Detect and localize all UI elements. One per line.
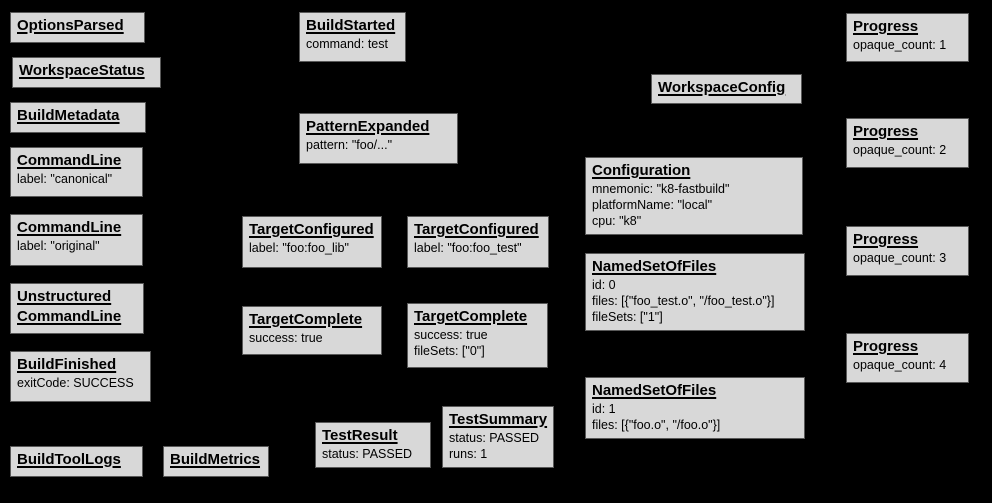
- node-title: BuildStarted: [306, 17, 396, 34]
- node-title: WorkspaceStatus: [19, 62, 145, 79]
- node-title: NamedSetOfFiles: [592, 258, 717, 275]
- node-progress-1: Progress opaque_count: 1: [846, 13, 969, 62]
- node-attribute: exitCode: SUCCESS: [17, 376, 134, 390]
- node-attribute: command: test: [306, 37, 388, 51]
- node-configuration: Configuration mnemonic: "k8-fastbuild" p…: [585, 157, 803, 235]
- node-target-complete-foo-test: TargetComplete success: true fileSets: […: [407, 303, 548, 368]
- node-target-complete-foo-lib: TargetComplete success: true: [242, 306, 382, 355]
- node-build-metrics: BuildMetrics: [163, 446, 269, 477]
- node-title: BuildFinished: [17, 356, 117, 373]
- node-title: BuildToolLogs: [17, 451, 121, 468]
- node-unstructured-command-line: Unstructured CommandLine: [10, 283, 144, 334]
- node-title: Progress: [853, 231, 919, 248]
- node-title: TestResult: [322, 427, 398, 444]
- node-build-finished: BuildFinished exitCode: SUCCESS: [10, 351, 151, 402]
- node-attribute: label: "original": [17, 239, 100, 253]
- node-title: Progress: [853, 338, 919, 355]
- node-attribute: fileSets: ["0"]: [414, 344, 485, 358]
- node-title: TargetConfigured: [414, 221, 539, 238]
- node-title: BuildMetadata: [17, 107, 120, 124]
- node-workspace-config: WorkspaceConfig: [651, 74, 802, 104]
- node-attribute: label: "foo:foo_test": [414, 241, 522, 255]
- node-test-result: TestResult status: PASSED: [315, 422, 431, 468]
- node-options-parsed: OptionsParsed: [10, 12, 145, 43]
- node-progress-2: Progress opaque_count: 2: [846, 118, 969, 168]
- node-attribute: opaque_count: 2: [853, 143, 947, 157]
- node-attribute: runs: 1: [449, 447, 488, 461]
- node-attribute: label: "canonical": [17, 172, 113, 186]
- node-attribute: status: PASSED: [449, 431, 540, 445]
- node-title: TargetConfigured: [249, 221, 374, 238]
- node-title: CommandLine: [17, 219, 122, 236]
- node-test-summary: TestSummary status: PASSED runs: 1: [442, 406, 554, 468]
- node-attribute: label: "foo:foo_lib": [249, 241, 349, 255]
- node-attribute: opaque_count: 3: [853, 251, 947, 265]
- node-attribute: platformName: "local": [592, 198, 713, 212]
- node-target-configured-foo-lib: TargetConfigured label: "foo:foo_lib": [242, 216, 382, 268]
- node-attribute: fileSets: ["1"]: [592, 310, 663, 324]
- node-attribute: id: 1: [592, 402, 616, 416]
- node-build-tool-logs: BuildToolLogs: [10, 446, 143, 477]
- node-attribute: pattern: "foo/...": [306, 138, 393, 152]
- node-named-set-of-files-0: NamedSetOfFiles id: 0 files: [{"foo_test…: [585, 253, 805, 331]
- node-attribute: files: [{"foo.o", "/foo.o"}]: [592, 418, 721, 432]
- node-command-line-canonical: CommandLine label: "canonical": [10, 147, 143, 197]
- node-named-set-of-files-1: NamedSetOfFiles id: 1 files: [{"foo.o", …: [585, 377, 805, 439]
- node-title: OptionsParsed: [17, 17, 124, 34]
- node-command-line-original: CommandLine label: "original": [10, 214, 143, 266]
- node-title: WorkspaceConfig: [658, 79, 786, 96]
- node-progress-4: Progress opaque_count: 4: [846, 333, 969, 383]
- node-attribute: success: true: [414, 328, 488, 342]
- node-attribute: opaque_count: 4: [853, 358, 947, 372]
- node-pattern-expanded: PatternExpanded pattern: "foo/...": [299, 113, 458, 164]
- node-title: Progress: [853, 123, 919, 140]
- node-attribute: status: PASSED: [322, 447, 413, 461]
- node-title: TestSummary: [449, 411, 548, 428]
- node-title: NamedSetOfFiles: [592, 382, 717, 399]
- node-title: TargetComplete: [249, 311, 363, 328]
- node-title: Configuration: [592, 162, 691, 179]
- node-attribute: success: true: [249, 331, 323, 345]
- node-workspace-status: WorkspaceStatus: [12, 57, 161, 88]
- node-progress-3: Progress opaque_count: 3: [846, 226, 969, 276]
- node-attribute: id: 0: [592, 278, 616, 292]
- node-attribute: mnemonic: "k8-fastbuild": [592, 182, 730, 196]
- node-title: TargetComplete: [414, 308, 528, 325]
- node-target-configured-foo-test: TargetConfigured label: "foo:foo_test": [407, 216, 549, 268]
- node-attribute: files: [{"foo_test.o", "/foo_test.o"}]: [592, 294, 775, 308]
- node-title: PatternExpanded: [306, 118, 430, 135]
- node-title: Progress: [853, 18, 919, 35]
- node-title: BuildMetrics: [170, 451, 261, 468]
- node-title: CommandLine: [17, 152, 122, 169]
- node-build-metadata: BuildMetadata: [10, 102, 146, 133]
- node-build-started: BuildStarted command: test: [299, 12, 406, 62]
- node-attribute: cpu: "k8": [592, 214, 642, 228]
- node-attribute: opaque_count: 1: [853, 38, 947, 52]
- node-title: Unstructured CommandLine: [17, 288, 122, 325]
